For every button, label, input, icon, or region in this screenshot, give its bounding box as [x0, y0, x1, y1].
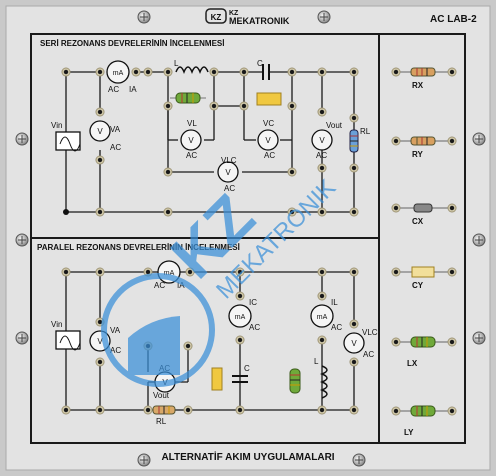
- vout-meter: [311, 129, 333, 151]
- vout-label: Vout: [326, 121, 343, 130]
- vc-ac-label: AC: [264, 151, 275, 160]
- cy-label: CY: [412, 281, 424, 290]
- c-label: C: [257, 59, 263, 68]
- rl-label: RL: [360, 127, 371, 136]
- svg-text:V: V: [351, 339, 357, 348]
- ma-meter: [106, 60, 130, 84]
- rl-resistor: [152, 405, 176, 415]
- component-cx: CX: [391, 203, 457, 226]
- brand-logo-mark: KZ: [211, 13, 222, 22]
- brand-kz: KZ: [229, 10, 239, 17]
- svg-text:V: V: [265, 136, 271, 145]
- svg-text:V: V: [225, 168, 231, 177]
- svg-text:V: V: [319, 136, 325, 145]
- series-section-title: SERİ REZONANS DEVRELERİNİN İNCELENMESİ: [40, 39, 224, 48]
- vc-label: VC: [263, 119, 274, 128]
- svg-text:V: V: [188, 136, 194, 145]
- svg-text:V: V: [97, 337, 103, 346]
- green-inductor-component: [289, 368, 301, 394]
- green-inductor-component: [170, 92, 206, 104]
- vl-ac-label: AC: [186, 151, 197, 160]
- vlc-ac-label: AC: [363, 350, 374, 359]
- va-meter: [89, 120, 111, 142]
- rx-label: RX: [412, 81, 424, 90]
- footer-title: ALTERNATİF AKIM UYGULAMALARI: [161, 450, 334, 463]
- vl-meter: [180, 129, 202, 151]
- inductor-symbol: [175, 66, 209, 75]
- vlc-meter: [217, 161, 239, 183]
- ia-label: IA: [177, 281, 185, 290]
- vout-label: Vout: [153, 391, 170, 400]
- inductor-symbol: [319, 365, 328, 399]
- component-ry: RY: [391, 136, 457, 159]
- vc-meter: [257, 129, 279, 151]
- il-label: IL: [331, 298, 338, 307]
- ia-ac-label: AC: [108, 85, 119, 94]
- vlc-meter: [343, 332, 365, 354]
- ly-label: LY: [404, 428, 414, 437]
- vout-ac-label: AC: [316, 151, 327, 160]
- il-meter: [310, 304, 334, 328]
- va-ac-label: AC: [110, 346, 121, 355]
- capacitor-symbol: [262, 64, 270, 80]
- ma-label: mA: [164, 270, 175, 277]
- vlc-label: VLC: [362, 328, 378, 337]
- c-label: C: [244, 364, 250, 373]
- brand-name: MEKATRONIK: [229, 16, 290, 26]
- vlc-ac-label: AC: [224, 184, 235, 193]
- component-rx: RX: [391, 67, 457, 90]
- ic-label: IC: [249, 298, 257, 307]
- component-lx: LX: [391, 336, 457, 368]
- component-cy: CY: [391, 266, 457, 290]
- lx-label: LX: [407, 359, 418, 368]
- model-label: AC LAB-2: [430, 14, 477, 25]
- ma-label: mA: [113, 70, 124, 77]
- screw-icon: [15, 10, 486, 467]
- va-label: VA: [110, 125, 121, 134]
- vin-label: Vin: [51, 320, 62, 329]
- ma-label: mA: [317, 314, 328, 321]
- svg-text:V: V: [97, 127, 103, 136]
- ia-ac-label: AC: [154, 281, 165, 290]
- brand-logo: KZ KZ MEKATRONIK: [205, 8, 290, 26]
- va-ac-label: AC: [110, 143, 121, 152]
- ic-ac-label: AC: [249, 323, 260, 332]
- parallel-section-title: PARALEL REZONANS DEVRELERİNİN İNCELENMES…: [37, 243, 240, 252]
- yellow-capacitor-component: [211, 367, 223, 391]
- vl-label: VL: [187, 119, 197, 128]
- l-label: L: [314, 357, 319, 366]
- rl-resistor: [349, 129, 359, 153]
- ia-label: IA: [129, 85, 137, 94]
- banana-jack[interactable]: [61, 67, 359, 217]
- component-ly: LY: [391, 405, 457, 437]
- ry-label: RY: [412, 150, 423, 159]
- vin-label: Vin: [51, 121, 62, 130]
- rl-label: RL: [156, 417, 167, 426]
- l-label: L: [174, 59, 179, 68]
- ac-source-symbol: [55, 330, 81, 351]
- va-label: VA: [110, 326, 121, 335]
- il-ac-label: AC: [331, 323, 342, 332]
- ma-label: mA: [235, 314, 246, 321]
- yellow-capacitor-component: [256, 92, 282, 106]
- cx-label: CX: [412, 217, 424, 226]
- capacitor-symbol: [232, 375, 248, 383]
- ic-meter: [228, 304, 252, 328]
- ac-source-symbol: [55, 131, 81, 152]
- vlc-label: VLC: [221, 156, 237, 165]
